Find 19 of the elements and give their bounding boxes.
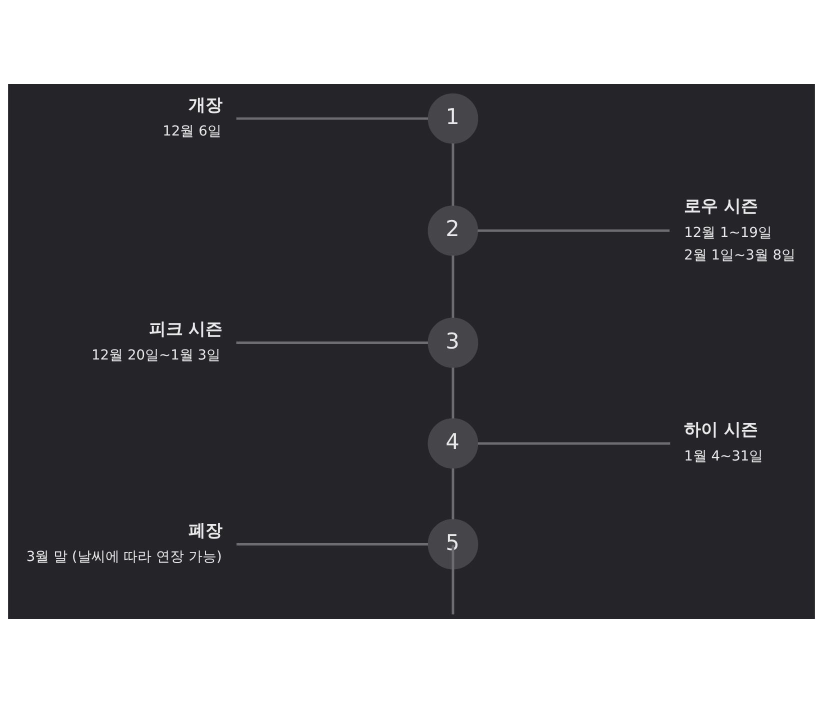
connector [452,368,454,418]
node-text: 피크 시즌 12월 20일~1월 3일 [92,318,223,364]
connector [452,256,454,318]
connector [236,117,428,120]
connector [478,442,670,445]
node-circle: 3 [428,318,478,368]
node-text: 개장 12월 6일 [162,94,222,140]
node-circle: 2 [428,205,478,256]
connector [452,468,454,520]
node-text: 폐장 3월 말 (날씨에 따라 연장 가능) [26,520,222,566]
node-text: 하이 시즌 1월 4~31일 [684,419,764,464]
node-circle: 4 [428,418,478,469]
connector [478,229,670,232]
connector [452,143,454,206]
connector [452,545,454,614]
node-text: 로우 시즌 12월 1~19일 2월 1일~3월 8일 [684,196,796,264]
node-circle: 1 [428,93,478,144]
connector [236,342,428,344]
connector [236,542,428,546]
